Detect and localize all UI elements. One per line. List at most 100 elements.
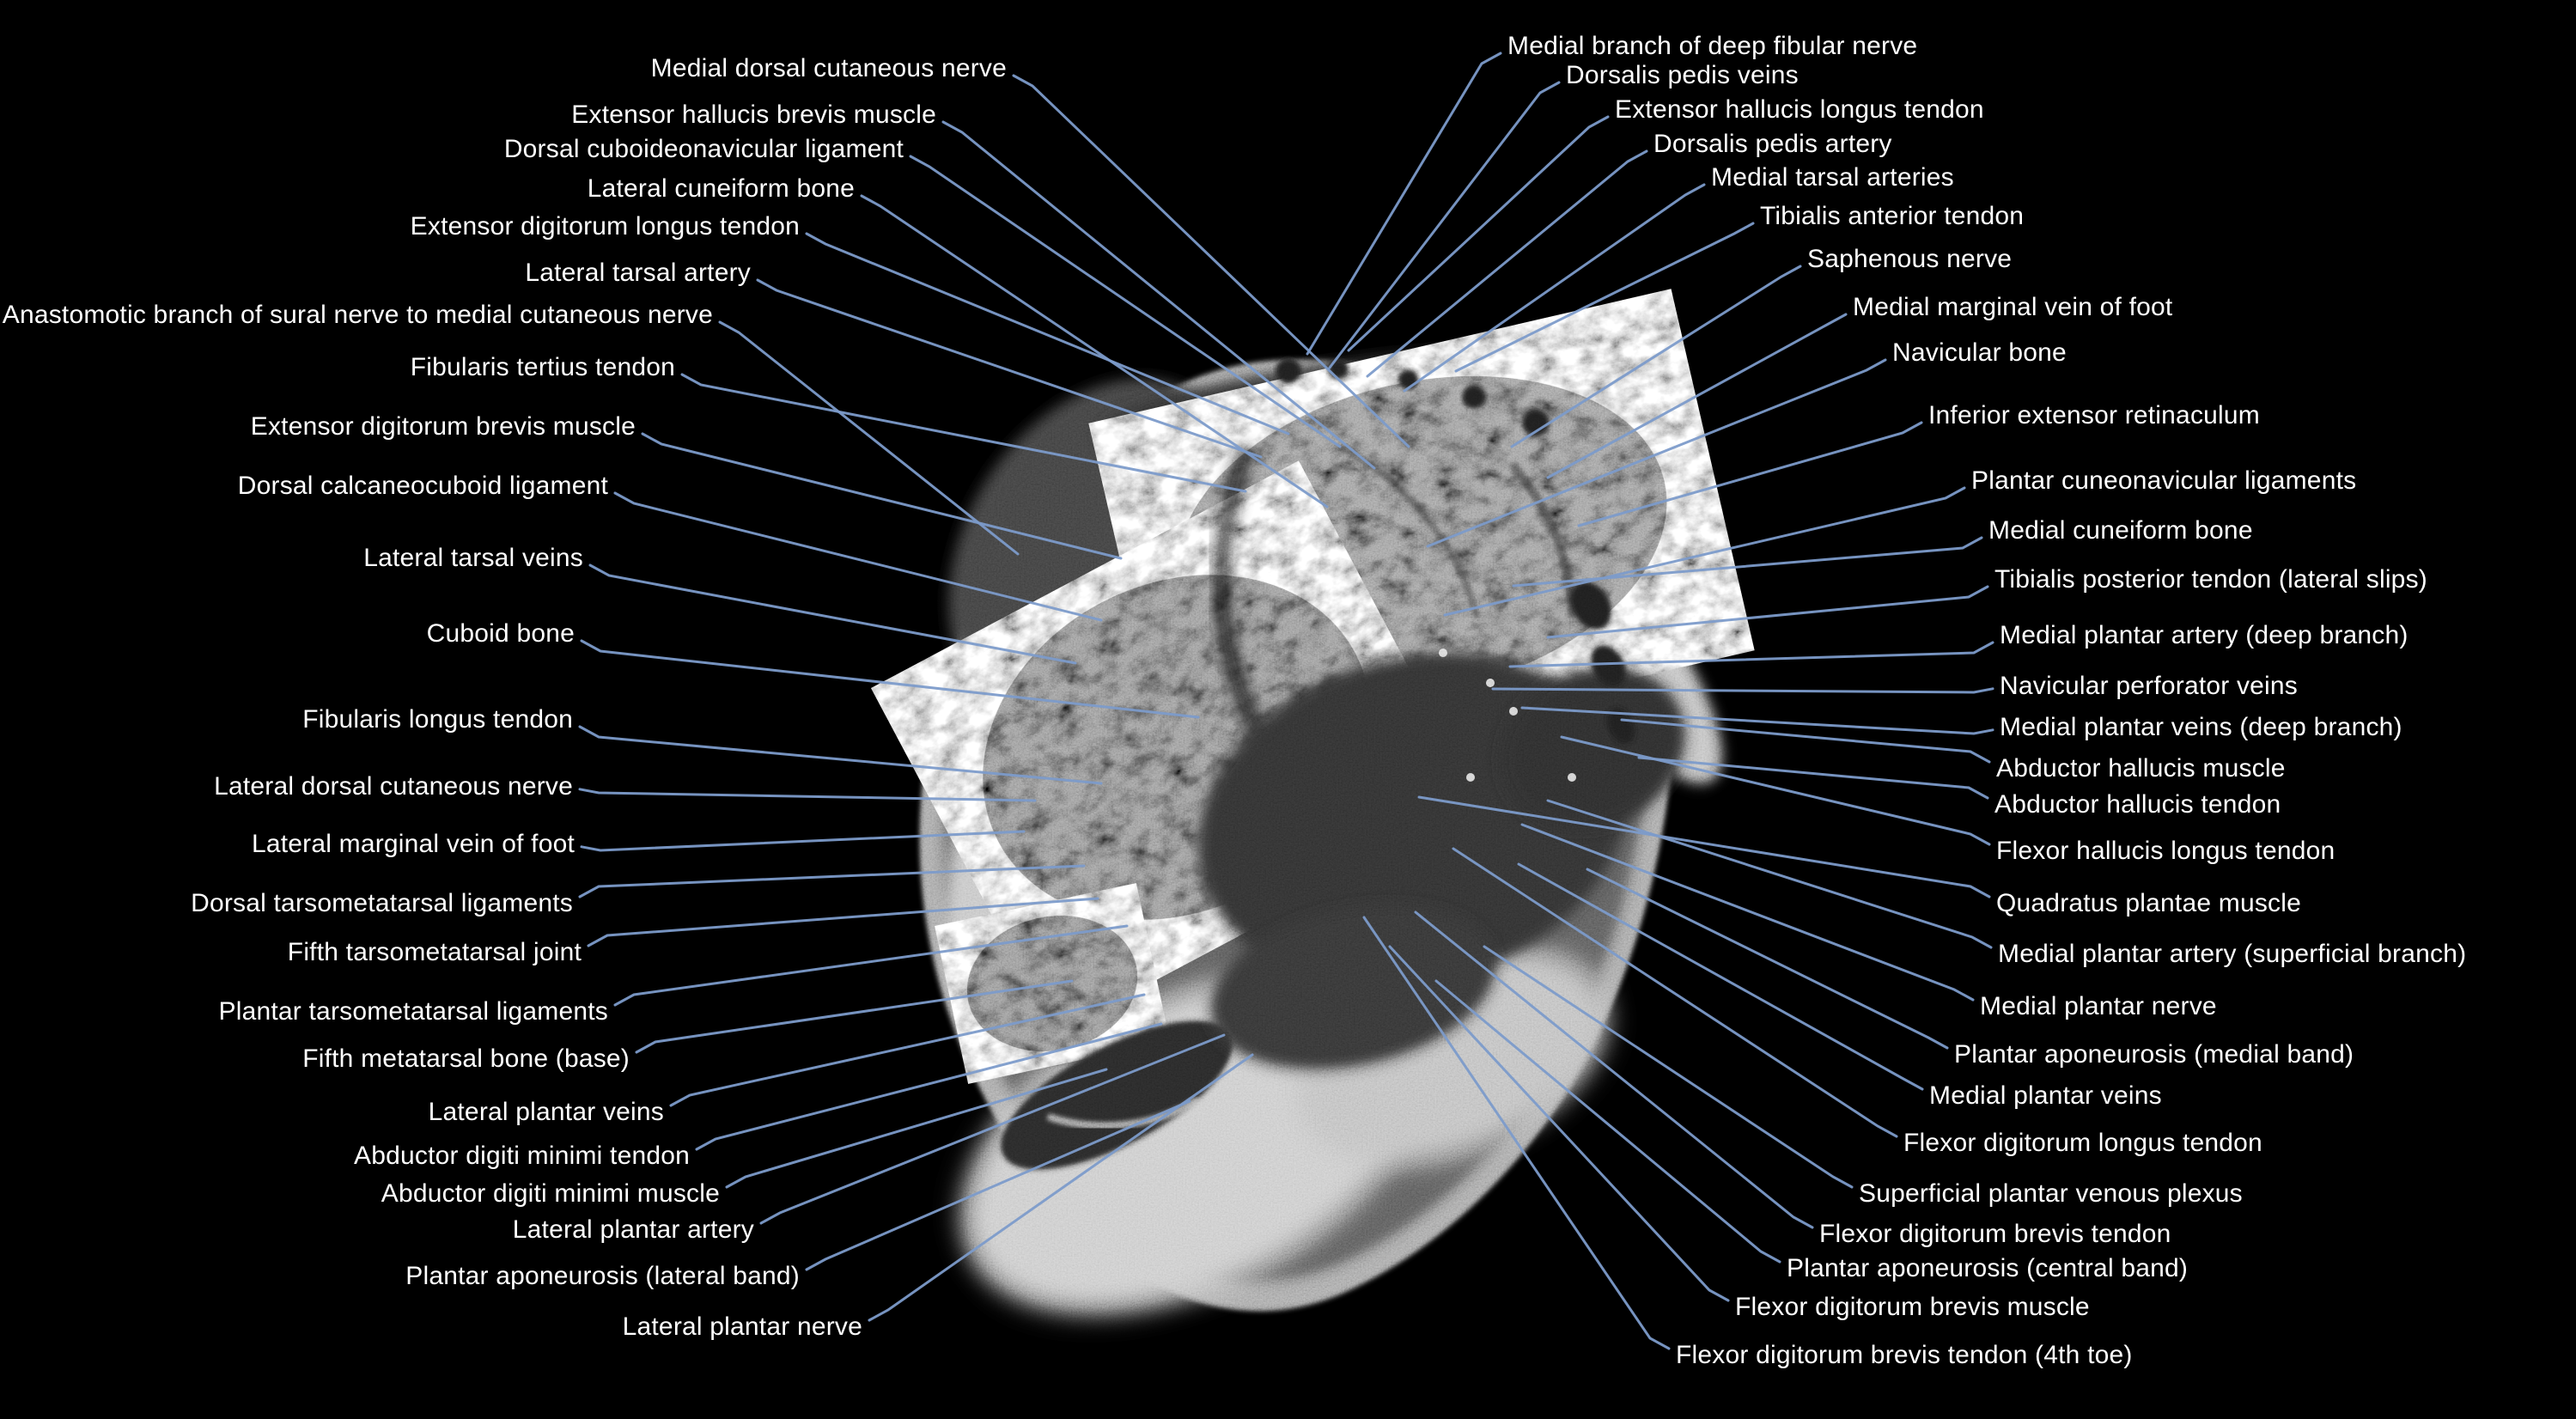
leader-line-right-27 — [1414, 910, 1814, 1229]
anatomy-label-left-14: Lateral dorsal cutaneous nerve — [214, 771, 573, 801]
anatomy-label-right-1: Medial branch of deep fibular nerve — [1507, 31, 1918, 60]
anatomy-label-left-10: Dorsal calcaneocuboid ligament — [237, 471, 608, 500]
anatomy-label-right-15: Navicular perforator veins — [2000, 671, 2299, 700]
anatomy-label-right-7: Saphenous nerve — [1807, 244, 2013, 273]
anatomy-label-right-17: Abductor hallucis muscle — [1996, 753, 2286, 783]
anatomy-label-left-12: Cuboid bone — [426, 618, 575, 648]
anatomy-label-right-10: Inferior extensor retinaculum — [1928, 400, 2260, 429]
anatomy-label-right-2: Dorsalis pedis veins — [1566, 60, 1799, 89]
leader-line-right-5 — [1403, 183, 1706, 393]
anatomy-label-left-22: Abductor digiti minimi muscle — [381, 1178, 720, 1208]
leader-line-right-14 — [1508, 641, 1994, 668]
anatomy-label-left-17: Fifth tarsometatarsal joint — [287, 937, 582, 966]
anatomy-label-right-8: Medial marginal vein of foot — [1853, 292, 2173, 321]
leader-line-left-23 — [759, 1033, 1226, 1225]
anatomy-label-right-20: Quadratus plantae muscle — [1996, 888, 2302, 917]
leader-line-right-4 — [1366, 149, 1648, 378]
anatomy-label-left-13: Fibularis longus tendon — [302, 704, 573, 734]
leader-line-left-19 — [635, 979, 1074, 1054]
anatomy-label-left-18: Plantar tarsometatarsal ligaments — [218, 996, 608, 1026]
leader-line-left-2 — [941, 120, 1376, 470]
leader-line-right-18 — [1637, 756, 1989, 800]
leader-line-left-21 — [695, 1022, 1163, 1151]
leader-line-left-17 — [587, 897, 1099, 947]
anatomy-label-right-16: Medial plantar veins (deep branch) — [2000, 712, 2402, 741]
leader-line-right-2 — [1328, 81, 1561, 369]
leader-line-right-23 — [1586, 868, 1949, 1050]
leader-line-right-13 — [1546, 585, 1989, 639]
leader-line-right-21 — [1546, 799, 1993, 949]
anatomy-label-right-26: Superficial plantar venous plexus — [1859, 1178, 2243, 1208]
leader-line-right-12 — [1512, 536, 1983, 588]
leader-line-right-3 — [1347, 115, 1610, 352]
anatomy-label-left-24: Plantar aponeurosis (lateral band) — [405, 1261, 800, 1290]
leader-line-right-20 — [1417, 795, 1991, 898]
leader-line-right-28 — [1434, 979, 1781, 1264]
leader-line-left-22 — [725, 1068, 1108, 1189]
leader-line-right-26 — [1483, 945, 1854, 1189]
leader-lines-group — [578, 52, 1994, 1350]
anatomy-label-left-6: Lateral tarsal artery — [525, 258, 751, 287]
leader-line-left-20 — [669, 993, 1146, 1107]
leader-line-left-8 — [680, 373, 1247, 493]
anatomy-label-left-3: Dorsal cuboideonavicular ligament — [503, 134, 904, 163]
leader-line-left-13 — [578, 725, 1103, 785]
anatomy-label-right-29: Flexor digitorum brevis muscle — [1735, 1292, 2090, 1321]
anatomy-label-right-25: Flexor digitorum longus tendon — [1903, 1128, 2262, 1157]
anatomy-label-left-5: Extensor digitorum longus tendon — [410, 211, 800, 241]
leader-line-right-8 — [1546, 313, 1848, 479]
leader-line-right-6 — [1454, 222, 1755, 373]
leader-line-right-19 — [1560, 735, 1991, 846]
anatomy-label-right-18: Abductor hallucis tendon — [1994, 789, 2281, 819]
leader-line-right-9 — [1426, 358, 1887, 548]
leader-line-right-22 — [1520, 823, 1975, 1002]
anatomy-label-left-11: Lateral tarsal veins — [363, 543, 583, 572]
leader-line-left-1 — [1012, 74, 1410, 448]
leader-line-left-18 — [613, 924, 1129, 1007]
anatomy-label-right-3: Extensor hallucis longus tendon — [1615, 94, 1984, 124]
anatomy-label-left-15: Lateral marginal vein of foot — [251, 829, 575, 858]
leader-line-right-24 — [1517, 862, 1924, 1091]
anatomy-label-right-28: Plantar aponeurosis (central band) — [1787, 1253, 2189, 1282]
leader-line-left-11 — [588, 563, 1077, 665]
leader-line-left-5 — [805, 232, 1290, 435]
leader-line-left-4 — [860, 194, 1329, 509]
anatomy-label-right-13: Tibialis posterior tendon (lateral slips… — [1994, 564, 2427, 594]
anatomy-label-right-11: Plantar cuneonavicular ligaments — [1971, 466, 2357, 495]
anatomy-label-left-2: Extensor hallucis brevis muscle — [571, 100, 936, 129]
leader-line-right-16 — [1520, 706, 1994, 735]
leader-line-right-1 — [1306, 52, 1502, 356]
anatomy-label-left-8: Fibularis tertius tendon — [410, 352, 675, 381]
anatomy-label-right-6: Tibialis anterior tendon — [1760, 201, 2025, 230]
leader-line-left-9 — [641, 432, 1123, 560]
anatomy-label-left-9: Extensor digitorum brevis muscle — [250, 411, 636, 441]
anatomy-label-left-7: Anastomotic branch of sural nerve to med… — [2, 300, 713, 329]
leader-line-right-29 — [1388, 945, 1730, 1302]
leader-line-left-12 — [580, 639, 1200, 719]
leader-line-left-7 — [718, 320, 1020, 556]
anatomy-label-right-19: Flexor hallucis longus tendon — [1996, 836, 2335, 865]
anatomy-label-right-9: Navicular bone — [1892, 338, 2067, 367]
anatomy-label-right-30: Flexor digitorum brevis tendon (4th toe) — [1676, 1340, 2133, 1369]
anatomy-label-left-20: Lateral plantar veins — [428, 1097, 664, 1126]
anatomy-label-right-4: Dorsalis pedis artery — [1653, 129, 1892, 158]
anatomy-label-right-27: Flexor digitorum brevis tendon — [1819, 1219, 2171, 1248]
leader-line-left-16 — [578, 864, 1086, 898]
leader-line-right-17 — [1620, 718, 1991, 764]
leader-line-right-15 — [1491, 687, 1994, 694]
anatomy-label-left-21: Abductor digiti minimi tendon — [354, 1141, 690, 1170]
leader-line-left-24 — [805, 1099, 1191, 1271]
leader-line-left-10 — [613, 491, 1103, 622]
anatomy-label-left-25: Lateral plantar nerve — [622, 1312, 862, 1341]
leader-line-right-7 — [1510, 265, 1802, 448]
leader-line-left-6 — [756, 278, 1263, 459]
anatomy-label-left-23: Lateral plantar artery — [512, 1215, 754, 1244]
anatomy-label-left-4: Lateral cuneiform bone — [587, 174, 855, 203]
anatomy-label-right-24: Medial plantar veins — [1929, 1081, 2162, 1110]
anatomy-label-right-22: Medial plantar nerve — [1980, 991, 2217, 1020]
leader-line-right-30 — [1362, 916, 1671, 1350]
anatomy-label-right-12: Medial cuneiform bone — [1988, 515, 2253, 545]
leader-line-right-11 — [1443, 486, 1966, 617]
